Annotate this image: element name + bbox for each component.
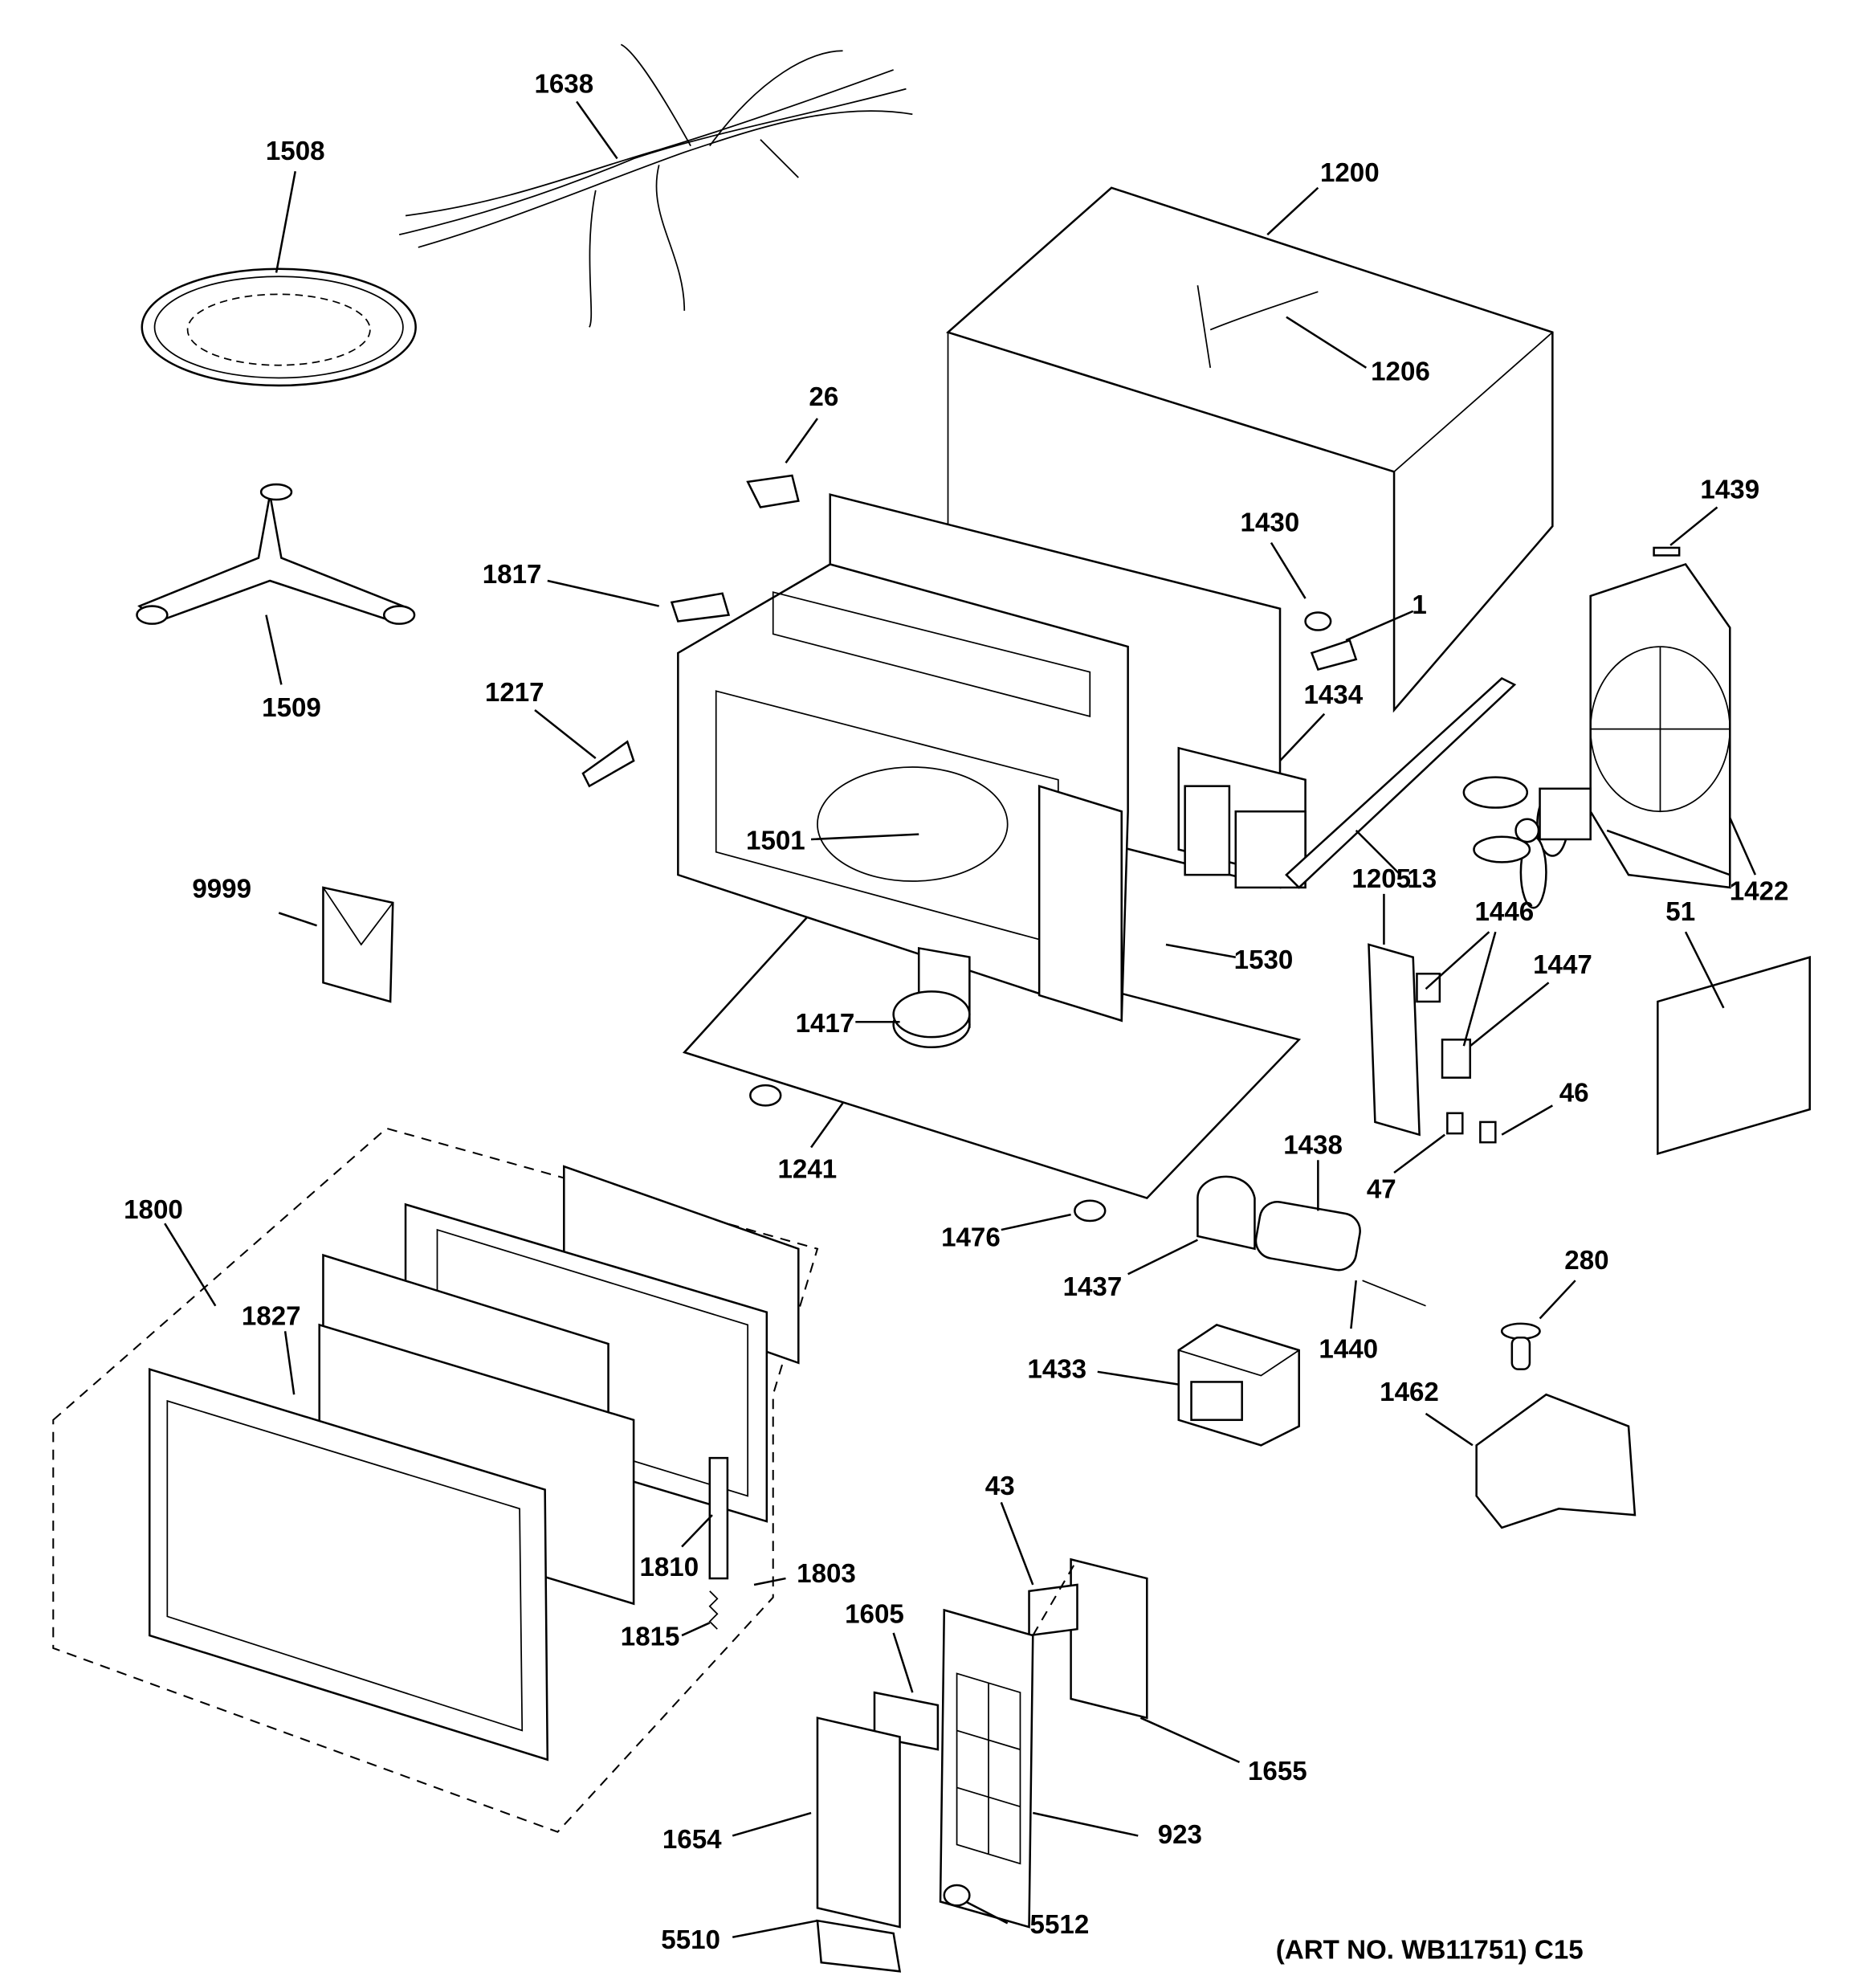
transformer: [1177, 1324, 1300, 1447]
turntable-motor: [892, 990, 971, 1049]
part-number-label: 5510: [661, 1925, 720, 1955]
part-number-label: 1434: [1303, 680, 1363, 710]
turntable-tray: [141, 267, 417, 387]
art-number: (ART NO. WB11751) C15: [1276, 1936, 1584, 1966]
part-number-label: 1241: [777, 1154, 837, 1184]
capacitor: [1196, 1175, 1426, 1307]
part-number-label: 1605: [845, 1599, 904, 1629]
part-number-label: 1530: [1234, 945, 1294, 975]
part-number-label: 1501: [746, 827, 805, 856]
air-duct: [1475, 1393, 1637, 1529]
rail: [1285, 677, 1517, 889]
part-number-label: 1440: [1319, 1334, 1378, 1364]
leader-lines: [164, 100, 1757, 1938]
part-number-label: 1462: [1380, 1378, 1439, 1407]
part-number-label: 1509: [262, 693, 321, 723]
part-number-label: 1800: [124, 1195, 183, 1225]
part-number-label: 1638: [534, 69, 593, 99]
control-panel: [816, 1557, 1148, 1973]
part-number-label: 1827: [242, 1301, 301, 1331]
part-number-label: 9999: [192, 875, 251, 904]
part-number-label: 1447: [1533, 950, 1592, 980]
part-number-label: 1817: [483, 560, 542, 590]
part-number-label: 1433: [1027, 1355, 1086, 1385]
outer-case: [946, 186, 1554, 713]
part-number-label: 1217: [485, 678, 544, 708]
part-number-label: 1655: [1248, 1757, 1307, 1786]
roller-support: [136, 483, 416, 625]
fan-blade: [1462, 776, 1592, 909]
part-number-label: 1654: [662, 1825, 722, 1855]
part-number-label: 1437: [1063, 1272, 1123, 1302]
part-number-label: 280: [1564, 1246, 1608, 1276]
part-drawings: [52, 43, 1811, 1973]
interlock-bracket: [1368, 943, 1497, 1144]
part-number-label: 1476: [941, 1223, 1001, 1253]
small-brackets: [581, 474, 1358, 788]
part-number-label: 1200: [1320, 158, 1380, 188]
foot: [1074, 1199, 1107, 1223]
part-number-label: 1508: [266, 137, 325, 166]
part-number-label: 1815: [621, 1623, 680, 1652]
part-number-label: 1205: [1351, 864, 1411, 894]
part-number-label: 46: [1559, 1079, 1589, 1108]
fan-housing: [1589, 546, 1731, 889]
part-number-label: 1417: [796, 1009, 855, 1039]
door-assembly: [52, 1127, 819, 1833]
wire-harness: [398, 43, 913, 328]
part-number-label: 26: [809, 382, 838, 412]
thermal-fuse: [1500, 1322, 1541, 1370]
part-number-label: 1438: [1283, 1130, 1343, 1160]
part-number-label: 13: [1407, 864, 1437, 894]
callout-labels: 1638 1508 1200 1206 26 1439 1430 1817 1 1217 1509 1…: [124, 69, 1788, 1955]
part-number-label: 1206: [1371, 357, 1430, 387]
foot: [749, 1084, 782, 1107]
part-number-label: 5512: [1030, 1910, 1090, 1940]
part-number-label: 1: [1412, 590, 1426, 620]
part-number-label: 1810: [639, 1553, 699, 1582]
trim-block: [1657, 956, 1811, 1156]
part-number-label: 923: [1158, 1820, 1202, 1850]
part-number-label: 1422: [1730, 877, 1789, 907]
part-number-label: 47: [1367, 1175, 1396, 1205]
literature-envelope: [322, 886, 394, 1003]
part-number-label: 1446: [1475, 897, 1535, 927]
part-number-label: 43: [985, 1472, 1015, 1501]
part-number-label: 1430: [1241, 508, 1300, 537]
part-number-label: 1439: [1700, 475, 1759, 504]
part-number-label: 1803: [797, 1559, 856, 1589]
magnetron: [1177, 746, 1307, 889]
part-number-label: 51: [1665, 897, 1695, 927]
